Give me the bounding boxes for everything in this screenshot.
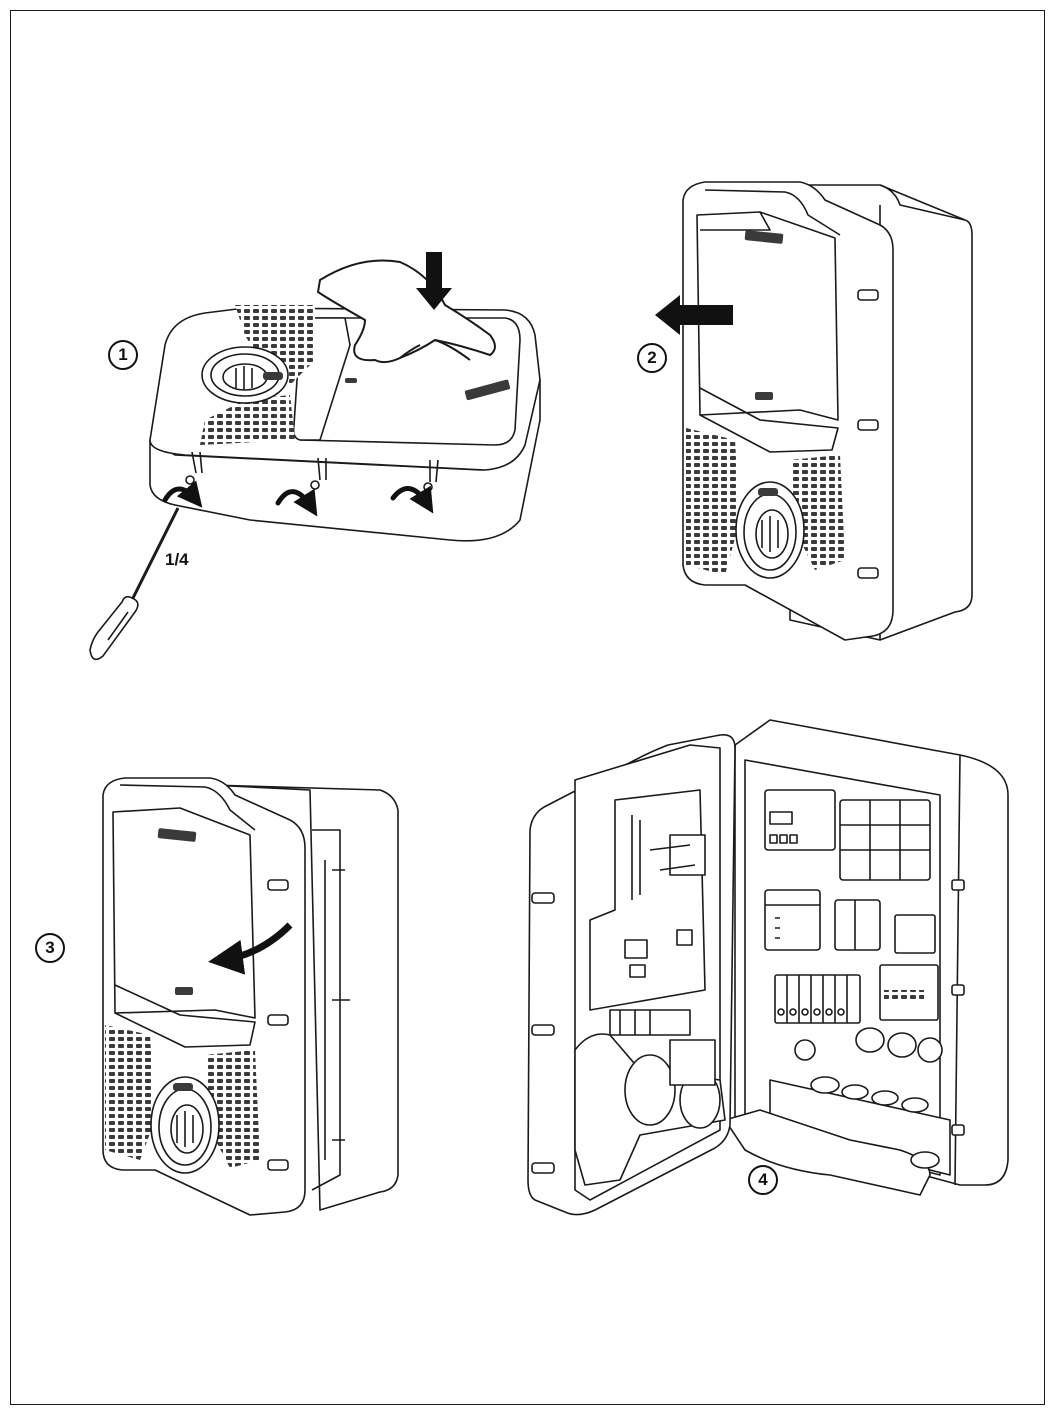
step4-terminal-block [774,974,861,1024]
step1-illustration [149,305,541,542]
step3-hinges [267,879,289,1171]
hand-icon [317,259,496,364]
step4-illustration [527,719,1009,1216]
step-label-2: 2 [637,343,667,373]
step4-base [724,1109,931,1196]
step2-illustration [682,181,973,641]
step2-hinges [857,289,879,579]
step-label-4: 4 [748,1165,778,1195]
push-arrow-icon [416,252,452,310]
push-arrow-icon [655,295,733,335]
screwdriver-icon [89,507,180,661]
step3-grille-right [205,1050,260,1168]
step1-grille-top [235,305,315,385]
rotate-arrow-icon [162,480,434,517]
step-label-1: 1 [108,340,138,370]
step3-back-box [209,784,399,1211]
step3-grille-left [105,1025,155,1160]
step3-illustration [102,777,399,1216]
step1-grille-bottom [200,395,295,445]
page-border [10,10,1045,1405]
step1-screws [185,451,439,492]
rotate-arrow-icon [208,922,293,975]
step2-grille-left [686,428,740,575]
step-label-3: 3 [35,933,65,963]
quarter-turn-label: 1/4 [165,550,189,569]
